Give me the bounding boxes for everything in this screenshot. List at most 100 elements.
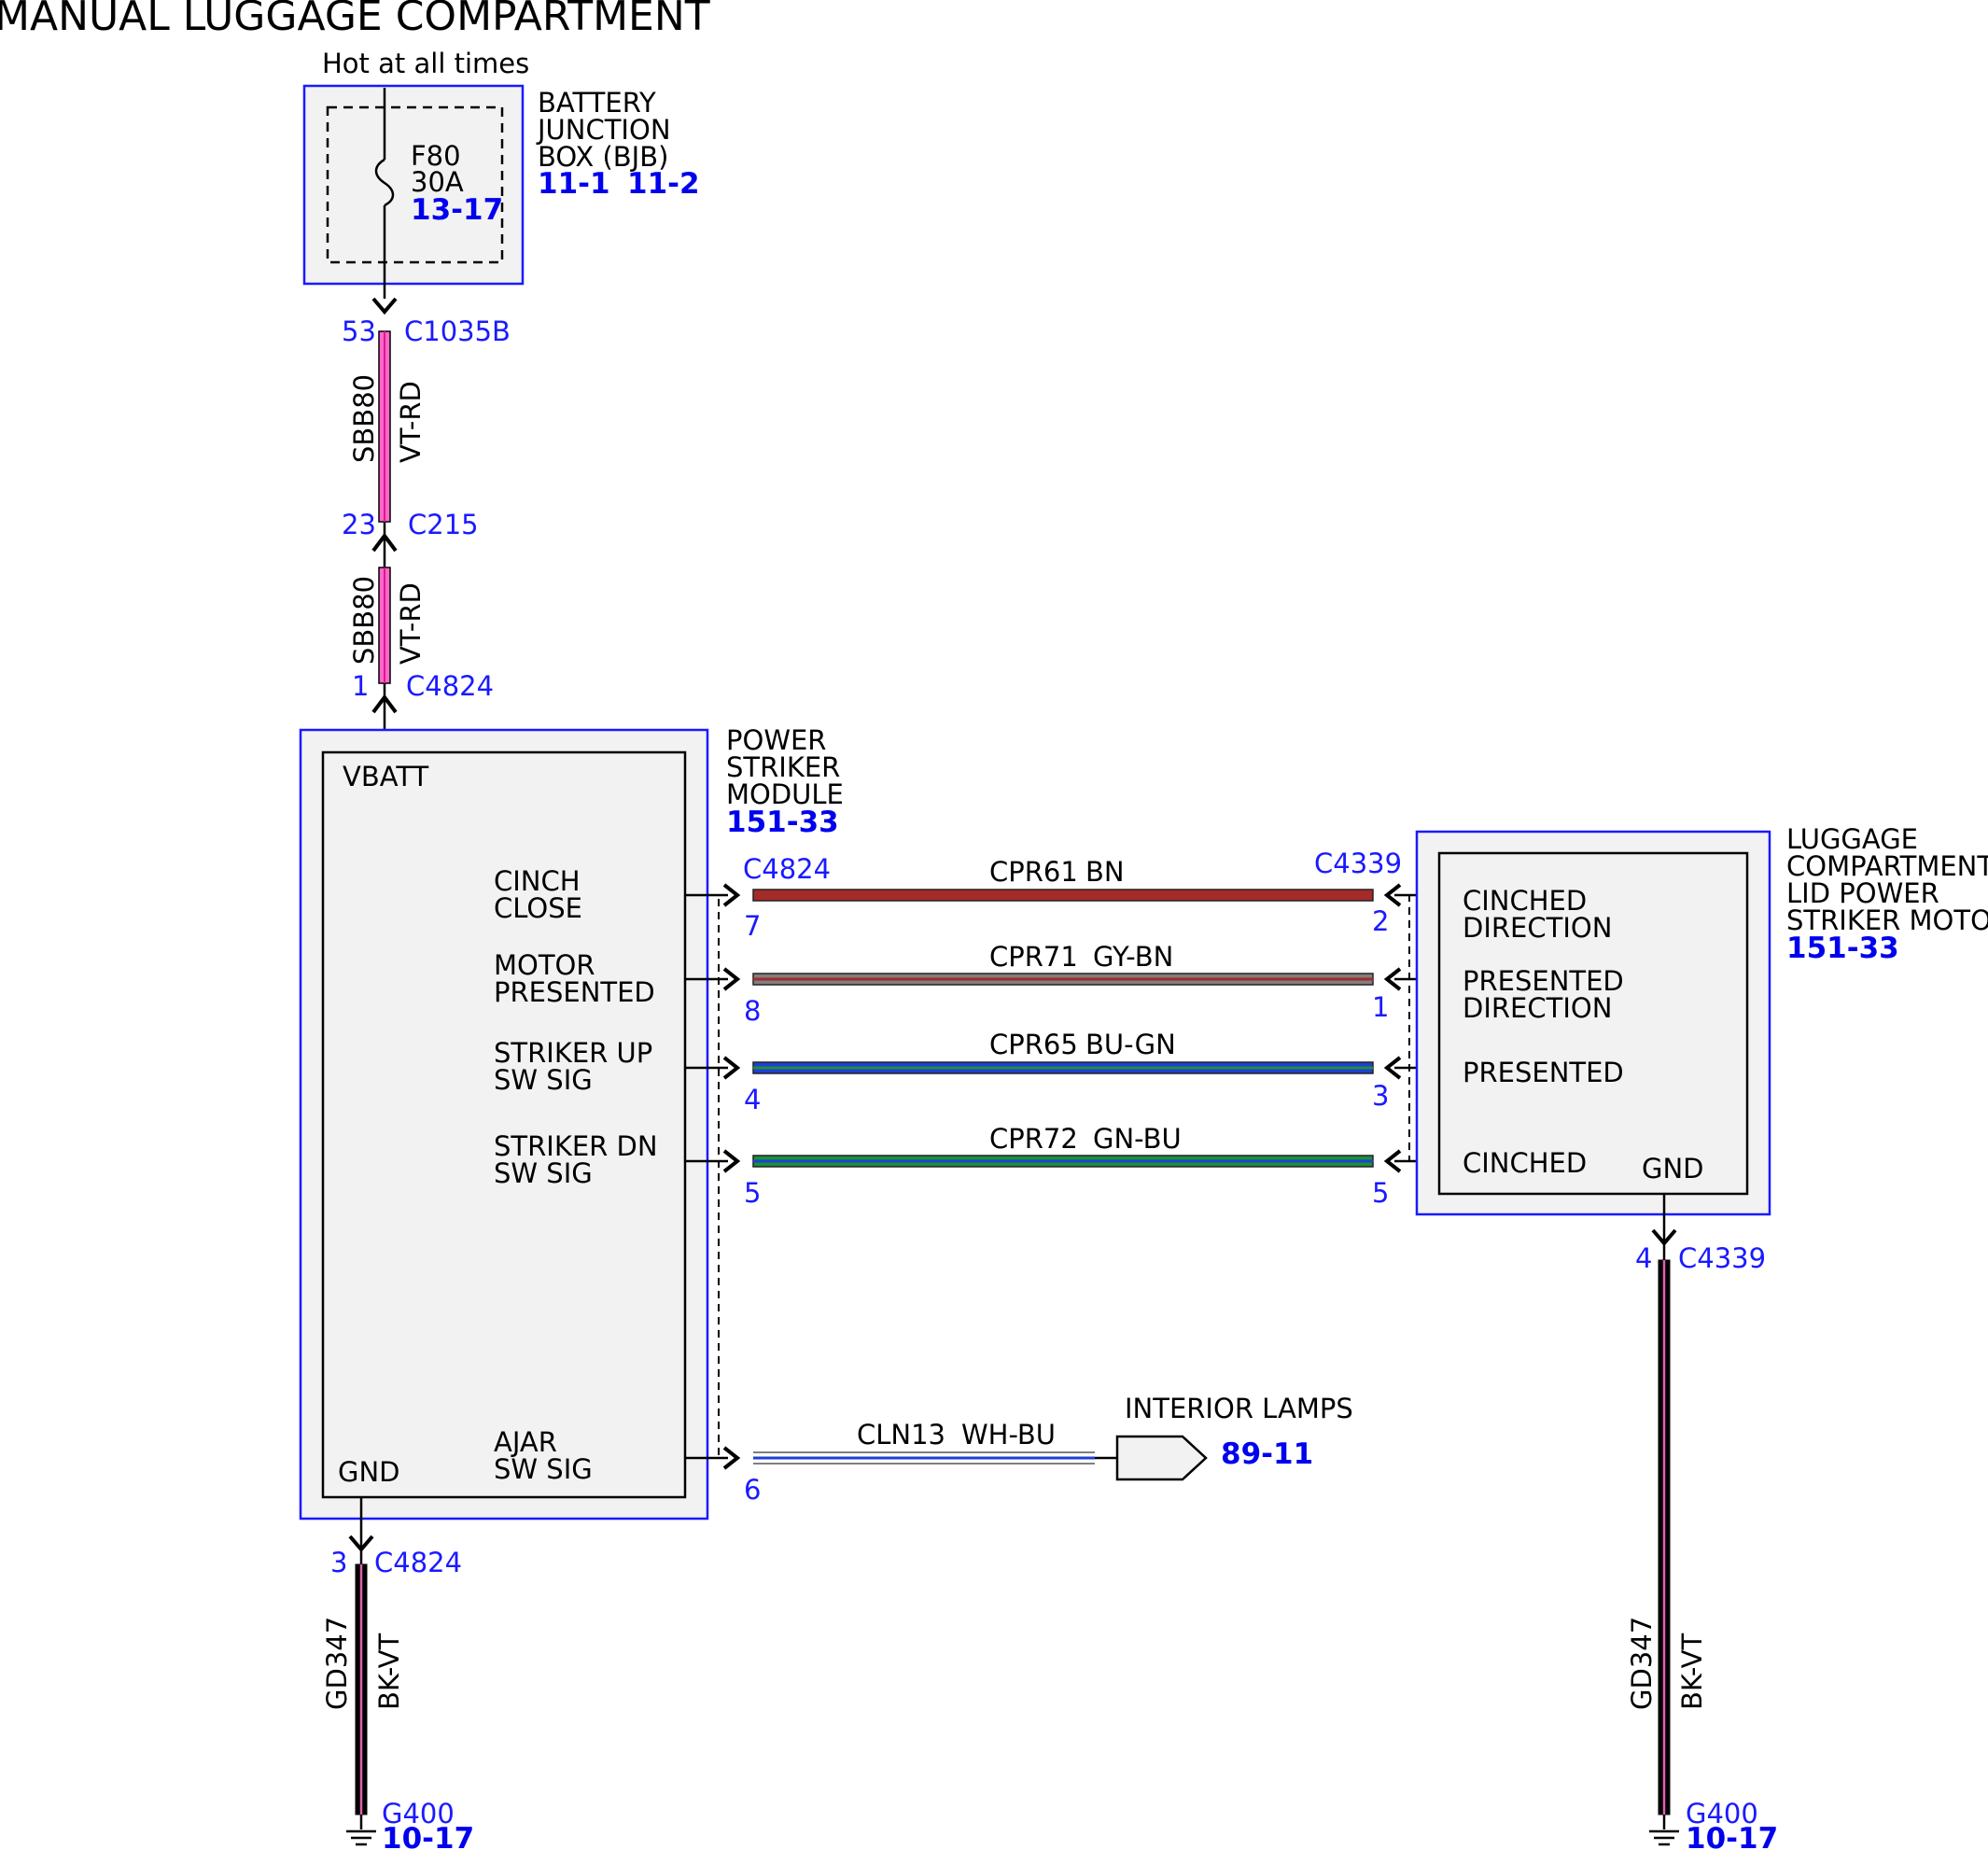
module-gnd-label: GND <box>338 1456 400 1488</box>
bk-vt-color-right: BK-VT <box>1676 1633 1708 1710</box>
c1035b-connector-icon <box>371 297 398 315</box>
ground-right-icon <box>1649 1829 1679 1846</box>
c215-name: C215 <box>408 509 479 540</box>
motor-pin-presented: PRESENTED <box>1463 1057 1624 1088</box>
signal-striker-dn-1: STRIKER DN <box>494 1130 658 1162</box>
bjb-label-1: BATTERY <box>538 87 656 119</box>
gnd-left-pin: 3 <box>330 1547 347 1578</box>
signal-cinch-close-2: CLOSE <box>494 892 582 924</box>
wire-cpr65-color: BU-GN <box>1085 1029 1176 1060</box>
gnd-left-ref-link[interactable]: 10-17 <box>382 1822 474 1850</box>
signal-striker-up-1: STRIKER UP <box>494 1037 652 1069</box>
gnd-right-point: G400 <box>1686 1798 1758 1829</box>
wire-cln13-color: WH-BU <box>961 1419 1056 1451</box>
gnd-left-point: G400 <box>382 1798 455 1829</box>
motor-pin-cinched-direction-1: CINCHED <box>1463 885 1587 917</box>
bk-vt-color-left: BK-VT <box>373 1633 405 1710</box>
module-name-1: POWER <box>726 724 826 756</box>
fuse-symbol-icon <box>374 158 395 207</box>
signal-ajar-2: SW SIG <box>494 1453 593 1485</box>
motor-name-3: LID POWER <box>1786 877 1939 909</box>
gd347-circuit-left: GD347 <box>321 1617 353 1710</box>
sbb80-color-upper: VT-RD <box>395 381 427 463</box>
c4824-right-name: C4824 <box>743 853 831 885</box>
bjb-ref-link-2[interactable]: 11-2 <box>627 167 700 201</box>
wire-cpr72-circuit: CPR72 <box>989 1123 1078 1155</box>
c4824-pin4: 4 <box>744 1084 761 1115</box>
c4824-pin4-icon <box>722 1056 741 1080</box>
gnd-right-connector: C4339 <box>1678 1242 1766 1274</box>
interior-lamps-label: INTERIOR LAMPS <box>1125 1393 1353 1424</box>
wire-cpr65-circuit: CPR65 <box>989 1029 1078 1060</box>
motor-pin-presented-direction-1: PRESENTED <box>1463 965 1624 997</box>
c4339-pin5-icon <box>1383 1149 1402 1173</box>
signal-ajar-1: AJAR <box>494 1426 557 1458</box>
power-striker-module-body <box>321 750 687 1499</box>
signal-motor-presented-2: PRESENTED <box>494 976 655 1008</box>
motor-pin-presented-direction-2: DIRECTION <box>1463 992 1612 1024</box>
wire-cln13-circuit: CLN13 <box>857 1419 945 1451</box>
fuse-ref-link[interactable]: 13-17 <box>411 193 503 227</box>
c4339-pin2-icon <box>1383 883 1402 907</box>
signal-striker-up-2: SW SIG <box>494 1064 593 1096</box>
c215-pin: 23 <box>342 509 376 540</box>
wire-cpr61-color: BN <box>1085 856 1125 888</box>
bjb-label-2: JUNCTION <box>536 114 671 146</box>
c4824-pin5-icon <box>722 1149 741 1173</box>
sbb80-circuit-upper: SBB80 <box>348 374 380 463</box>
hot-at-all-times-label: Hot at all times <box>322 48 529 79</box>
c4339-pin3-icon <box>1383 1056 1402 1080</box>
motor-name-1: LUGGAGE <box>1786 823 1918 855</box>
c4824-pin6-icon <box>722 1446 741 1470</box>
c4824-pin8-icon <box>722 967 741 991</box>
bjb-label-3: BOX (BJB) <box>538 141 668 173</box>
motor-pin-cinched-direction-2: DIRECTION <box>1463 912 1612 944</box>
c1035b-name: C1035B <box>404 315 511 347</box>
motor-body <box>1437 851 1749 1196</box>
wire-cpr61-circuit: CPR61 <box>989 856 1078 888</box>
c4824-gnd-connector-icon <box>348 1535 374 1553</box>
fuse-name: F80 <box>411 140 461 172</box>
gd347-circuit-right: GD347 <box>1626 1617 1658 1710</box>
bjb-box <box>302 84 525 286</box>
motor-pin-cinched: CINCHED <box>1463 1147 1587 1179</box>
c4824-pin7-icon <box>722 883 741 907</box>
gnd-right-ref-link[interactable]: 10-17 <box>1686 1822 1778 1850</box>
signal-motor-presented-1: MOTOR <box>494 949 595 981</box>
motor-ref-link[interactable]: 151-33 <box>1786 932 1899 965</box>
interior-lamps-connector-icon <box>1115 1435 1208 1481</box>
motor-name-2: COMPARTMENT <box>1786 850 1988 882</box>
sbb80-circuit-lower: SBB80 <box>348 576 380 665</box>
module-name-2: STRIKER <box>726 751 840 783</box>
wire-cpr61 <box>752 889 1374 902</box>
c4824-top-name: C4824 <box>406 670 494 702</box>
c4339-pin2: 2 <box>1372 905 1389 937</box>
c4824-pin8: 8 <box>744 995 761 1027</box>
module-ref-link[interactable]: 151-33 <box>726 806 839 839</box>
c4339-gnd-connector-icon <box>1651 1228 1677 1247</box>
diagram-title: MANUAL LUGGAGE COMPARTMENT <box>0 0 710 40</box>
signal-striker-dn-2: SW SIG <box>494 1157 593 1189</box>
c4824-pin7: 7 <box>744 910 761 942</box>
c1035b-pin: 53 <box>342 315 376 347</box>
motor-name-4: STRIKER MOTOR <box>1786 904 1988 936</box>
signal-cinch-close-1: CINCH <box>494 865 581 897</box>
c4339-pin5: 5 <box>1372 1177 1389 1209</box>
c4339-name: C4339 <box>1314 848 1402 879</box>
module-vbatt-label: VBATT <box>343 761 429 792</box>
gnd-right-pin: 4 <box>1635 1242 1652 1274</box>
c4824-pin5: 5 <box>744 1177 761 1209</box>
ground-left-icon <box>346 1829 376 1846</box>
wire-cpr71-color: GY-BN <box>1093 941 1173 973</box>
fuse-rating: 30A <box>411 166 464 198</box>
gnd-left-connector: C4824 <box>374 1547 462 1578</box>
bjb-ref-link-1[interactable]: 11-1 <box>538 167 610 201</box>
wire-cpr72-color: GN-BU <box>1093 1123 1182 1155</box>
c4339-pin3: 3 <box>1372 1080 1389 1112</box>
sbb80-color-lower: VT-RD <box>395 582 427 665</box>
interior-lamps-ref-link[interactable]: 89-11 <box>1221 1437 1313 1471</box>
c4339-pin1: 1 <box>1372 991 1389 1023</box>
c4339-pin1-icon <box>1383 967 1402 991</box>
wire-cpr71-circuit: CPR71 <box>989 941 1078 973</box>
